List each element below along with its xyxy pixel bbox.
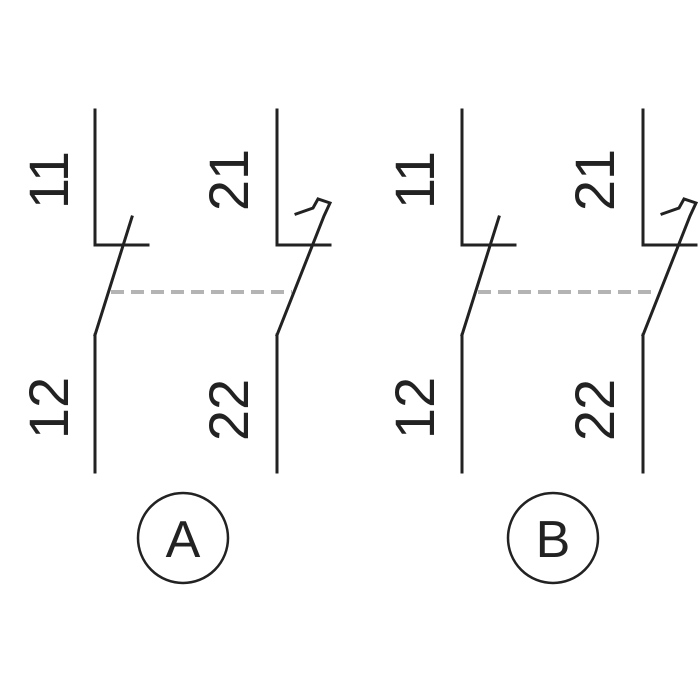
block-label-b: B — [506, 491, 600, 585]
block-label-a: A — [136, 491, 230, 585]
moving-contact-11-12-b — [460, 215, 501, 337]
moving-contact-11-12-a — [93, 215, 134, 337]
contact-11-12-a: 11 12 — [17, 108, 150, 474]
block-label-circle-a — [136, 491, 230, 585]
terminal-12-b: 12 — [383, 377, 446, 439]
terminal-11-a: 11 — [17, 151, 80, 209]
contact-11-12-b: 11 12 — [383, 108, 517, 474]
terminal-22-a: 22 — [197, 379, 260, 441]
contact-21-22-a: 21 22 — [197, 108, 333, 474]
terminal-21-a: 21 — [197, 149, 260, 211]
block-label-text-a: A — [166, 511, 201, 569]
terminal-11-b: 11 — [383, 151, 446, 209]
block-label-circle-b — [506, 491, 600, 585]
contact-21-22-b: 21 22 — [563, 108, 699, 474]
block-label-text-b: B — [536, 511, 571, 569]
moving-contact-21-22-a — [275, 197, 333, 337]
contact-block-a: 11 12 21 22 A — [17, 108, 333, 585]
moving-contact-21-22-b — [641, 197, 699, 337]
terminal-12-a: 12 — [17, 377, 80, 439]
terminal-21-b: 21 — [563, 149, 626, 211]
terminal-22-b: 22 — [563, 379, 626, 441]
contact-block-b: 11 12 21 22 B — [383, 108, 699, 585]
